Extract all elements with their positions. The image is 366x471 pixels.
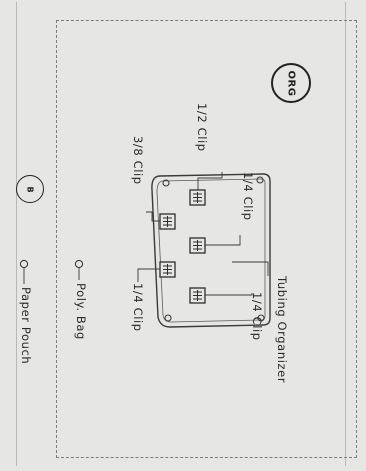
leader-clip-three-eighths xyxy=(146,211,160,222)
org-badge: ORG xyxy=(271,63,311,103)
leader-clip-quarter-bottom-left xyxy=(137,268,160,282)
leader-clip-half xyxy=(197,172,223,190)
screw-hole xyxy=(164,314,172,322)
label-paper-pouch: Paper Pouch xyxy=(19,287,33,365)
label-clip-quarter-bottom-right: 1/4 Clip xyxy=(250,292,264,341)
clip-quarter-bottom-left xyxy=(159,261,176,278)
label-tubing-organizer: Tubing Organizer xyxy=(275,276,289,384)
label-clip-quarter-bottom-left: 1/4 Clip xyxy=(131,283,145,332)
screw-hole xyxy=(257,314,265,322)
leader-clip-quarter-bottom-right xyxy=(205,293,253,296)
leader-clip-quarter-top xyxy=(205,235,241,246)
clip-three-eighths xyxy=(159,213,176,230)
dashed-content-frame xyxy=(56,20,357,458)
organizer-plate xyxy=(151,173,271,328)
poly-bag-marker xyxy=(74,259,84,269)
outer-border xyxy=(16,2,346,466)
label-clip-quarter-top: 1/4 Clip xyxy=(241,172,255,221)
org-badge-label: ORG xyxy=(285,70,297,96)
label-clip-half: 1/2 Clip xyxy=(195,103,209,152)
paper-pouch-marker xyxy=(19,259,29,269)
organizer-plate-inner-edge xyxy=(156,178,266,323)
label-clip-three-eighths: 3/8 Clip xyxy=(131,136,145,185)
leader-tubing-organizer xyxy=(232,261,269,276)
clip-half xyxy=(189,189,206,206)
label-poly-bag: Poly. Bag xyxy=(74,283,88,340)
screw-hole xyxy=(162,179,170,187)
screw-hole xyxy=(256,176,264,184)
b-badge-label: B xyxy=(25,185,35,193)
b-badge: B xyxy=(16,175,44,203)
clip-quarter-bottom-right xyxy=(189,287,206,304)
clip-quarter-top xyxy=(189,237,206,254)
